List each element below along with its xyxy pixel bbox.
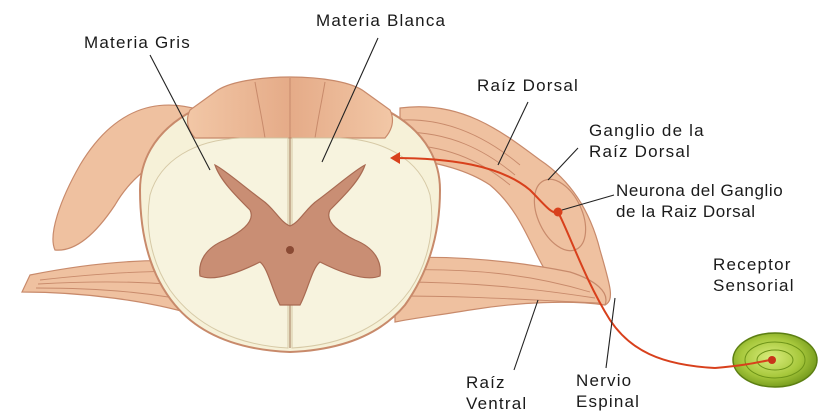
label-neuron-line-2: de la Raiz Dorsal (616, 201, 783, 222)
label-ventral-line-2: Ventral (466, 393, 527, 414)
label-ventral-root: Raíz Ventral (466, 372, 527, 414)
label-ganglion-line-1: Ganglio de la (589, 120, 705, 141)
ganglion-neuron-body (554, 208, 563, 217)
label-neuron-line-1: Neurona del Ganglio (616, 180, 783, 201)
label-ventral-line-1: Raíz (466, 372, 527, 393)
label-dorsal-root-ganglion: Ganglio de la Raíz Dorsal (589, 120, 705, 162)
label-dorsal-root: Raíz Dorsal (477, 75, 579, 96)
label-receptor-line-1: Receptor (713, 254, 795, 275)
label-white-matter: Materia Blanca (316, 10, 446, 31)
label-ganglion-neuron: Neurona del Ganglio de la Raiz Dorsal (616, 180, 783, 222)
label-nerve-line-2: Espinal (576, 391, 640, 412)
label-gray-matter: Materia Gris (84, 32, 191, 53)
central-canal (286, 246, 294, 254)
leader-ganglion (548, 148, 578, 180)
label-ganglion-line-2: Raíz Dorsal (589, 141, 705, 162)
receptor-ending (768, 356, 776, 364)
leader-ventral-root (514, 300, 538, 370)
label-nerve-line-1: Nervio (576, 370, 640, 391)
label-receptor-line-2: Sensorial (713, 275, 795, 296)
leader-spinal-nerve (606, 298, 615, 368)
label-sensory-receptor: Receptor Sensorial (713, 254, 795, 296)
label-spinal-nerve: Nervio Espinal (576, 370, 640, 412)
